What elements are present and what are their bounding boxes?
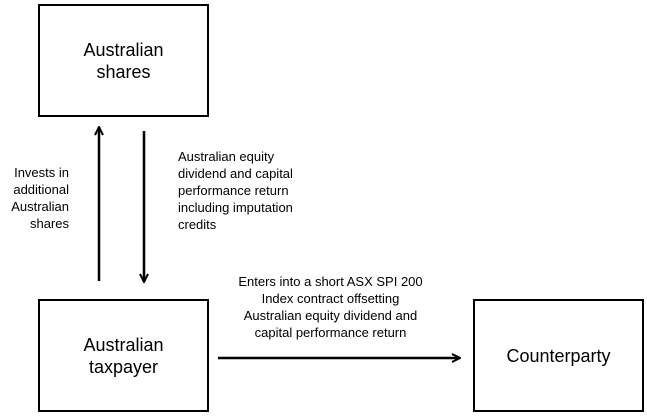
australian-shares-box: Australian shares [38, 4, 209, 117]
equity-return-edge-label: Australian equity dividend and capital p… [178, 149, 293, 232]
counterparty-label: Counterparty [506, 345, 611, 366]
short-contract-edge-label: Enters into a short ASX SPI 200 Index co… [238, 274, 423, 340]
counterparty-box: Counterparty [473, 299, 644, 412]
australian-taxpayer-label: Australian taxpayer [83, 334, 164, 377]
australian-shares-label: Australian shares [83, 39, 164, 82]
invests-edge-label: Invests in additional Australian shares [11, 165, 69, 231]
australian-taxpayer-box: Australian taxpayer [38, 299, 209, 412]
